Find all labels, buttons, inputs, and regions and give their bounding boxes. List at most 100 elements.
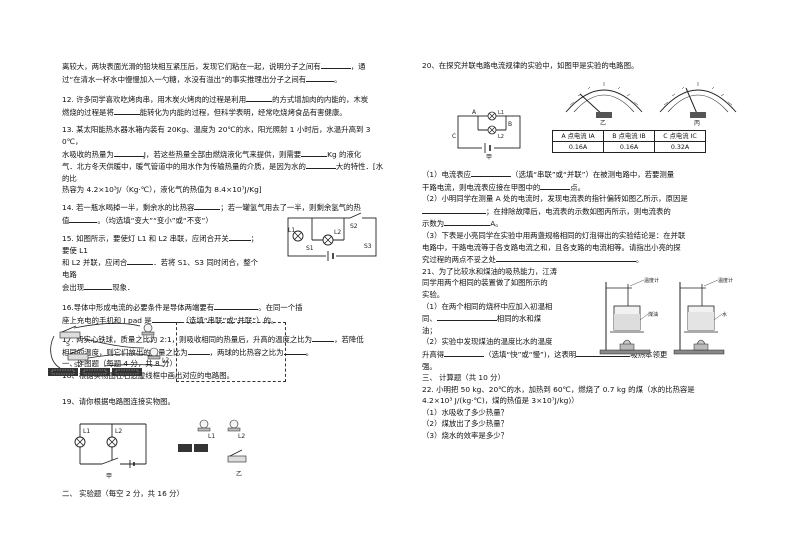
figure-label: 煤油 [648, 311, 658, 318]
q12: 12. 许多同学喜欢吃烤肉串，用木炭火烤肉的过程是利用的方式增加肉的内能的，木炭… [62, 93, 369, 117]
q16: 16.导体中形成电流的必要条件是导体两端要有。在同一个插 座上充电的手机和 I … [62, 301, 303, 325]
lamp-icon [487, 111, 497, 121]
battery-pack-icon [48, 368, 142, 376]
figure-label: L2 [115, 428, 122, 435]
answer-blank[interactable] [228, 232, 251, 242]
answer-blank[interactable] [320, 60, 351, 69]
table-cell: 0.16A [552, 141, 604, 153]
battery-icon [129, 460, 135, 468]
left-column: 离较大，两块表面光滑的铅块相互紧压后，发现它们粘在一起，说明分子之间有，通 过“… [62, 60, 388, 382]
q20-part1: （1）电流表应（选填“串联”或“并联”）在被测电路中，若要测量 干路电流，则电流… [422, 168, 675, 192]
figure-label: L1 [83, 428, 90, 435]
q18: 18、根据实物图在右边虚线框中画出对应的电路图。 [62, 371, 235, 381]
answer-blank[interactable] [312, 333, 335, 343]
switch-icon [67, 347, 89, 361]
answer-blank[interactable] [422, 205, 486, 214]
answer-blank[interactable] [305, 160, 336, 170]
answer-blank[interactable] [471, 168, 512, 177]
apparatus-kerosene [599, 282, 651, 355]
q20-circuit-diagram: A B C L1 L2 甲 [452, 109, 521, 160]
q18-physical-circuit: S L1 S2 L2 [48, 322, 169, 376]
figure-label: 温度计 [718, 277, 733, 284]
figure-label: L2 [498, 134, 504, 140]
figure-label: S3 [364, 243, 372, 250]
section-calculation-title: 三、 计算题（共 10 分） [422, 373, 505, 383]
q11: 离较大，两块表面光滑的铅块相互紧压后，发现它们粘在一起，说明分子之间有，通 过“… [62, 60, 366, 84]
answer-blank[interactable] [495, 253, 636, 263]
drawing-answer-box[interactable] [176, 322, 286, 382]
q13: 13. 某太阳能热水器水箱内装有 20Kg、温度为 20℃的水，阳光照射 1 小… [62, 125, 384, 195]
answer-blank[interactable] [214, 301, 259, 311]
figure-label: 丙 [694, 120, 700, 126]
q17: 17. 两实心铁球，质量之比为 2:1，则吸收相同的热量后，升高的温度之比为，若… [62, 333, 364, 357]
q20-part2: （2）小明同学在测量 A 处的电流时，发现电流表的指针偏转如图乙所示，原因是 ；… [422, 194, 688, 229]
figure-label: L1 [288, 227, 295, 234]
switch-icon [227, 449, 247, 463]
table-cell: 0.16A [603, 141, 655, 153]
figure-label: 水 [722, 311, 727, 318]
battery-pack-icon [178, 444, 208, 452]
right-column: 20、在探究并联电路电流规律的实验中，如图甲是实验的电路图。 [422, 60, 744, 72]
figure-label: A [472, 109, 477, 116]
answer-blank[interactable] [113, 148, 144, 157]
ammeter-icon [659, 82, 737, 118]
answer-blank[interactable] [194, 201, 221, 210]
answer-blank[interactable] [540, 181, 571, 190]
answer-blank[interactable] [444, 217, 491, 227]
answer-blank[interactable] [436, 312, 497, 322]
answer-blank[interactable] [301, 148, 328, 157]
figure-label: 甲 [486, 154, 492, 160]
figure-label: B [508, 121, 512, 128]
switch-icon [59, 325, 81, 339]
lamp-icon [197, 419, 211, 432]
section-experiment-heading: 二、 实验题（每空 2 分，共 16 分） [62, 489, 184, 498]
answer-blank[interactable] [84, 281, 113, 290]
q14: 14. 若一瓶水喝掉一半，剩余水的比热容；若一罐氢气用去了一半，则剩余氢气的热 … [62, 201, 361, 225]
lamp-icon [106, 436, 118, 448]
apparatus-water [673, 282, 725, 355]
q19-circuit-diagram: L1 L2 甲 [74, 423, 147, 480]
answer-blank[interactable] [306, 73, 335, 82]
switch-icon [349, 212, 362, 220]
figure-label: 甲 [106, 473, 112, 480]
q22: 22. 小明把 50 kg、20℃的水，加热到 60℃，燃烧了 0.7 kg 的… [422, 384, 695, 441]
q20-ammeter-figures: 乙 丙 [565, 82, 737, 126]
figure-label: L1 [498, 110, 504, 116]
table-row: A 点电流 IA B 点电流 IB C 点电流 IC [552, 130, 706, 142]
left-column-lower: 19、请你根据电路图连接实物图。 [62, 396, 388, 408]
lamp-icon [487, 125, 497, 135]
lamp-icon [141, 323, 155, 336]
figure-label: L2 [334, 229, 341, 236]
figure-label: L1 [208, 433, 215, 440]
answer-blank[interactable] [246, 93, 273, 103]
answer-blank[interactable] [113, 106, 140, 115]
table-cell: 0.32A [654, 141, 706, 153]
current-data-table: A 点电流 IA B 点电流 IB C 点电流 IC 0.16A 0.16A 0… [552, 130, 706, 153]
answer-blank[interactable] [127, 256, 154, 266]
q21-heating-apparatus: 温度计 煤油 温度计 水 [599, 277, 733, 355]
answer-blank[interactable] [283, 346, 306, 355]
q21: 21、为了比较水和煤油的吸热能力，江涛 同学用两个相同的装置做了如图所示的 实验… [422, 266, 558, 347]
switch-icon [101, 457, 119, 465]
figure-label: S1 [306, 245, 314, 252]
lamp-icon [227, 419, 241, 432]
answer-blank[interactable] [444, 348, 485, 357]
figure-label: L2 [238, 433, 245, 440]
q20-title: 20、在探究并联电路电流规律的实验中，如图甲是实验的电路图。 [422, 61, 639, 70]
answer-blank[interactable] [187, 346, 210, 355]
answer-blank[interactable] [576, 348, 631, 357]
q19-physical-components: L1 L2 乙 [178, 419, 247, 478]
ammeter-icon [565, 82, 643, 118]
table-header-cell: C 点电流 IC [654, 130, 706, 142]
figure-label: L1 [146, 337, 153, 344]
figure-label: S2 [350, 223, 358, 230]
answer-blank[interactable] [69, 214, 98, 223]
figure-label: L2 [162, 357, 169, 364]
answer-blank[interactable] [151, 314, 182, 323]
table-header-cell: A 点电流 IA [552, 130, 604, 142]
table-row: 0.16A 0.16A 0.32A [552, 141, 706, 153]
q20-part3: （3）下表是小亮同学在实验中用两盏规格相同的灯泡得出的实验结论是：在并联 电路中… [422, 230, 686, 265]
q20-questions: （1）电流表应（选填“串联”或“并联”）在被测电路中，若要测量 干路电流，则电流… [422, 168, 744, 442]
figure-label: C [452, 133, 456, 140]
